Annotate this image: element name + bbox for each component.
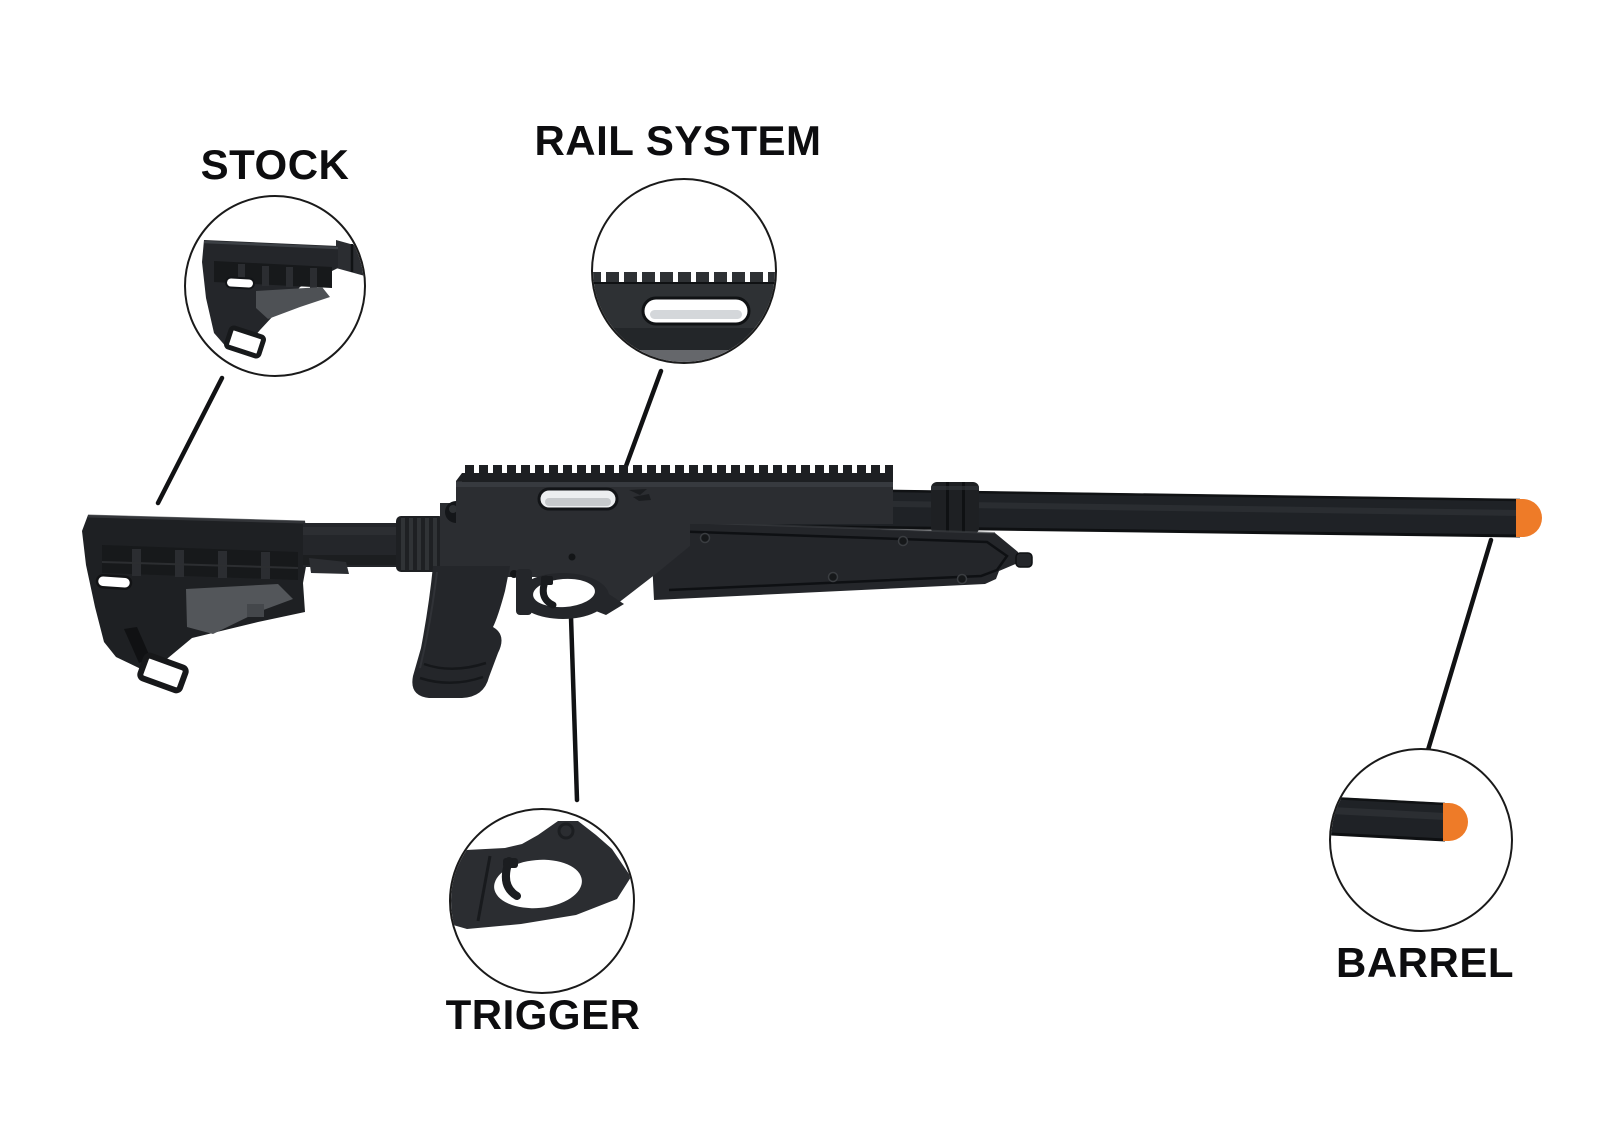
- rifle-illustration: [82, 465, 1542, 698]
- pistol-grip: [412, 566, 510, 698]
- muzzle-orange-tip: [1516, 499, 1542, 537]
- rail-system-label: RAIL SYSTEM: [534, 117, 822, 164]
- stock-label: STOCK: [200, 141, 350, 188]
- trigger-inset-detail: [451, 821, 631, 929]
- stock-sling-loop: [137, 652, 189, 694]
- leader-lines: [155, 368, 1494, 803]
- stock: [82, 514, 309, 694]
- rail-system-leader-line: [623, 368, 664, 469]
- stock-sling-slot: [95, 573, 133, 591]
- barrel-band-clamp: [931, 482, 979, 534]
- handguard-screws: [699, 532, 968, 585]
- handguard: [649, 520, 1033, 600]
- trigger-leader-line: [568, 614, 580, 803]
- picatinny-rail: [456, 465, 893, 482]
- rail-system-inset-detail: [593, 272, 775, 362]
- stock-leader-line: [155, 375, 225, 506]
- trigger-label: TRIGGER: [445, 991, 641, 1038]
- rifle-barrel: [687, 486, 1542, 538]
- barrel-label: BARREL: [1336, 939, 1514, 986]
- muzzle-orange-tip-inset: [1443, 803, 1468, 841]
- barrel-leader-line: [1425, 537, 1494, 753]
- barrel-inset-detail: [1331, 796, 1468, 842]
- trigger-guard: [516, 569, 624, 619]
- stock-release-lever: [186, 584, 293, 634]
- receiver-logo: [629, 489, 651, 501]
